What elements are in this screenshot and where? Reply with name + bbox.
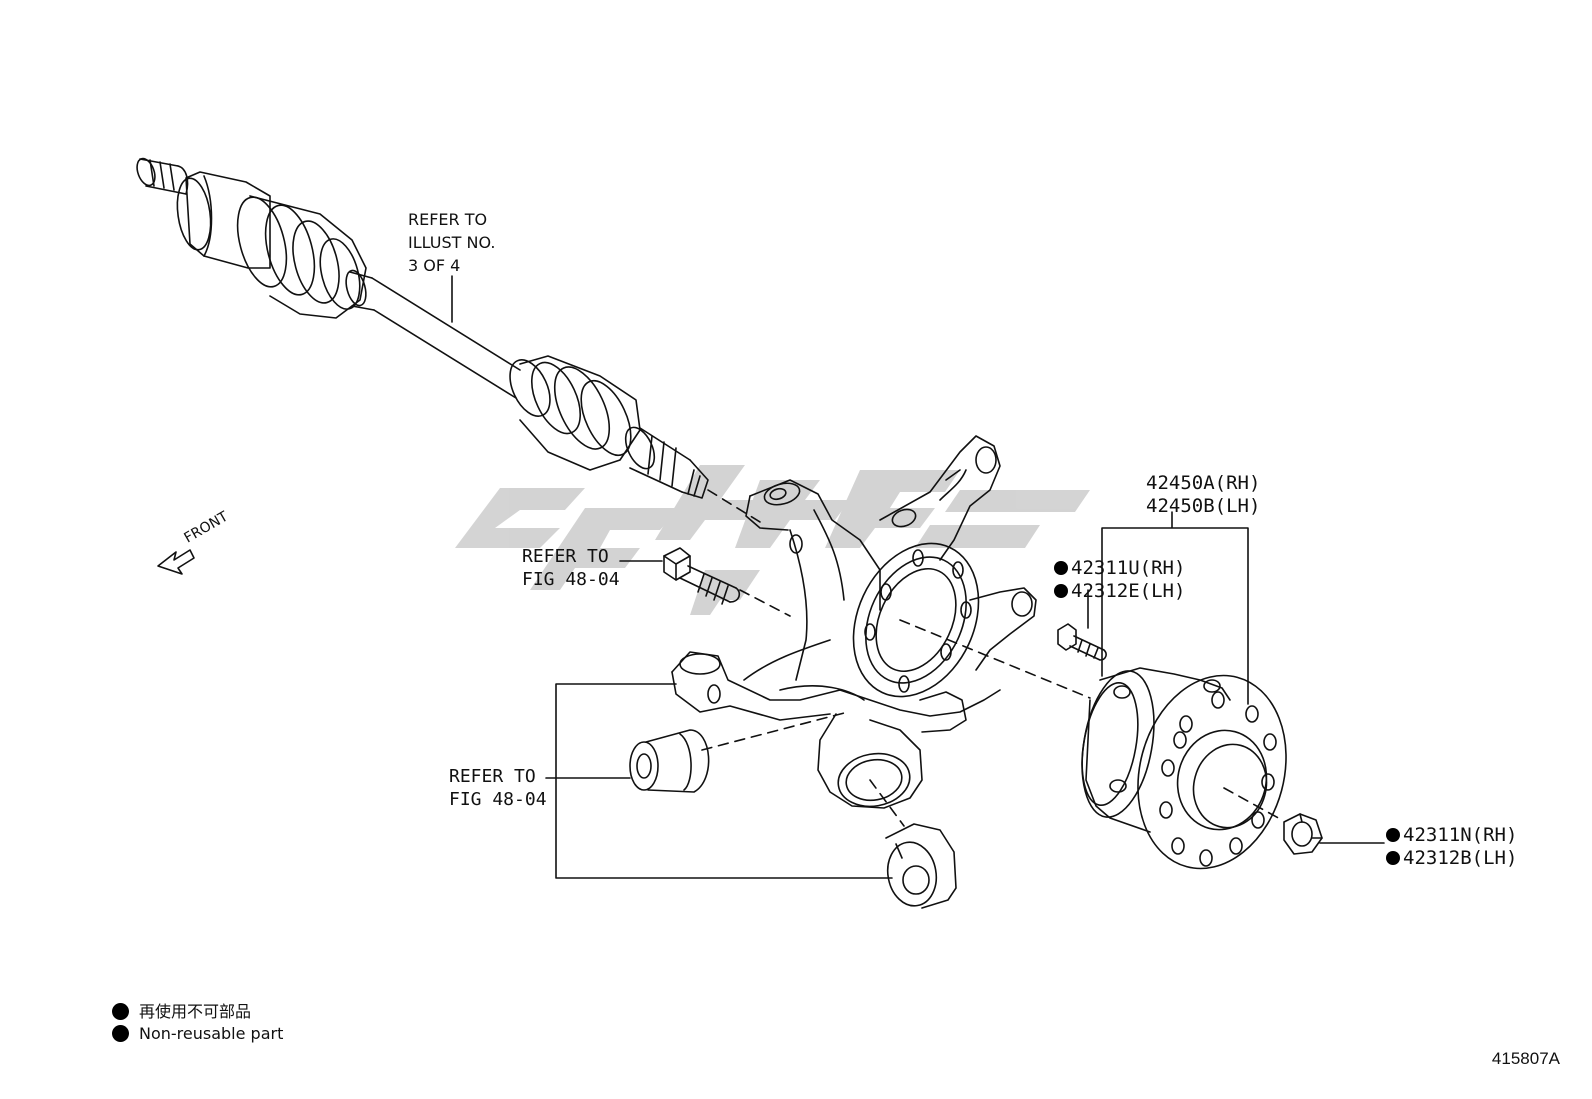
hub-nut-part-lh: 42312B(LH) — [1386, 847, 1517, 870]
hub-part-rh: 42450A(RH) — [1146, 472, 1261, 494]
illustration-number: 415807A — [1491, 1049, 1560, 1068]
leader-lines — [545, 511, 1385, 879]
bolt-reference-note: REFER TO FIG 48-04 — [522, 545, 620, 591]
hub-part-lh: 42450B(LH) — [1146, 495, 1261, 517]
non-reusable-marker — [1054, 584, 1068, 598]
knuckle-bolt — [663, 547, 741, 605]
hub-nut-part-lh-text: 42312B(LH) — [1403, 847, 1518, 869]
hub-nut-part-rh-text: 42311N(RH) — [1403, 824, 1518, 846]
hub-bolt-part-lh-text: 42312E(LH) — [1071, 580, 1186, 602]
bushing-ref-line-1: REFER TO — [449, 766, 536, 787]
hub-bolt-part-rh: 42311U(RH) — [1054, 557, 1185, 580]
legend-en-text: Non-reusable part — [139, 1024, 284, 1043]
knuckle-bushing-lower — [885, 823, 957, 909]
non-reusable-marker — [1386, 851, 1400, 865]
legend-bullet — [112, 1003, 129, 1020]
hub-bolt-part-lh: 42312E(LH) — [1054, 580, 1185, 603]
legend-jp: 再使用不可部品 — [112, 998, 251, 1022]
hub-part-numbers: 42450A(RH) 42450B(LH) — [1146, 472, 1260, 518]
hub-bolt — [1057, 623, 1107, 661]
drive-shaft — [136, 157, 709, 499]
hub-nut — [1283, 813, 1323, 855]
bushing-reference-note: REFER TO FIG 48-04 — [449, 765, 547, 811]
axle-ref-line-2: ILLUST NO. — [408, 233, 496, 252]
steering-knuckle — [671, 435, 1037, 809]
axle-reference-note: REFER TO ILLUST NO. 3 OF 4 — [408, 208, 495, 277]
legend-jp-text: 再使用不可部品 — [139, 1002, 252, 1021]
front-arrow — [157, 549, 195, 575]
hub-bolt-part-numbers: 42311U(RH) 42312E(LH) — [1054, 557, 1185, 603]
axle-ref-line-3: 3 OF 4 — [408, 256, 461, 275]
non-reusable-marker — [1386, 828, 1400, 842]
axle-ref-line-1: REFER TO — [408, 210, 488, 229]
knuckle-bushing-upper — [629, 729, 710, 793]
bolt-ref-line-2: FIG 48-04 — [522, 569, 620, 590]
bolt-ref-line-1: REFER TO — [522, 546, 609, 567]
hub-nut-part-rh: 42311N(RH) — [1386, 824, 1517, 847]
hub-assembly — [1081, 667, 1287, 870]
non-reusable-marker — [1054, 561, 1068, 575]
hub-nut-part-numbers: 42311N(RH) 42312B(LH) — [1386, 824, 1517, 870]
bushing-ref-line-2: FIG 48-04 — [449, 789, 547, 810]
hub-bolt-part-rh-text: 42311U(RH) — [1071, 557, 1186, 579]
legend-en: Non-reusable part — [112, 1024, 283, 1043]
legend-bullet — [112, 1025, 129, 1042]
